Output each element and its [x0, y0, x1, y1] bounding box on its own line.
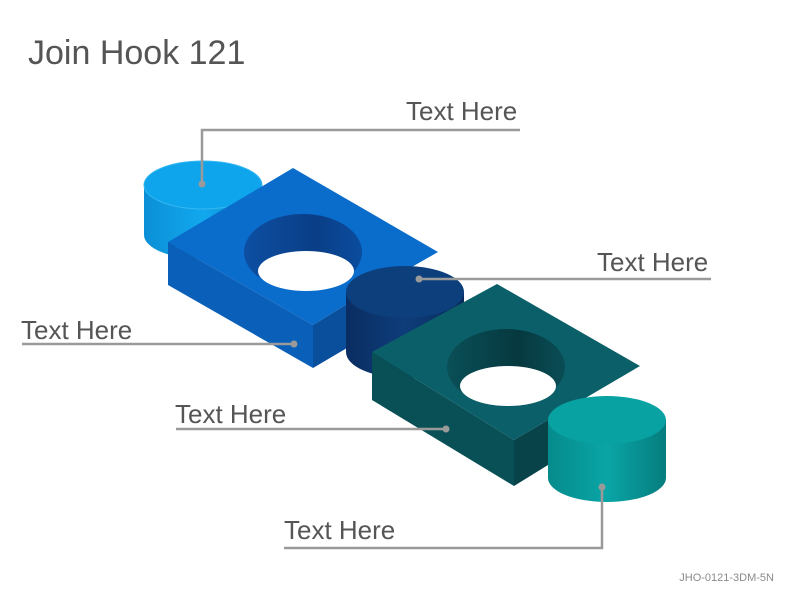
callout-label-1: Text Here: [406, 96, 518, 126]
template-code: JHO-0121-3DM-5N: [679, 572, 774, 584]
callout-dot-2: [415, 275, 423, 283]
page-title: Join Hook 121: [28, 34, 246, 72]
callout-label-5: Text Here: [284, 515, 396, 545]
callout-lines: [22, 128, 711, 550]
callout-line-5: [284, 487, 604, 550]
callout-dot-5: [598, 483, 606, 491]
callout-label-3: Text Here: [21, 315, 133, 345]
callout-label-2: Text Here: [597, 247, 709, 277]
callout-dots: [198, 180, 606, 491]
cylinder-cyan: [548, 396, 666, 502]
callout-line-1: [200, 128, 520, 184]
callout-label-4: Text Here: [175, 399, 287, 429]
callout-dot-3: [290, 340, 298, 348]
callout-dot-1: [198, 180, 206, 188]
callout-dot-4: [442, 425, 450, 433]
